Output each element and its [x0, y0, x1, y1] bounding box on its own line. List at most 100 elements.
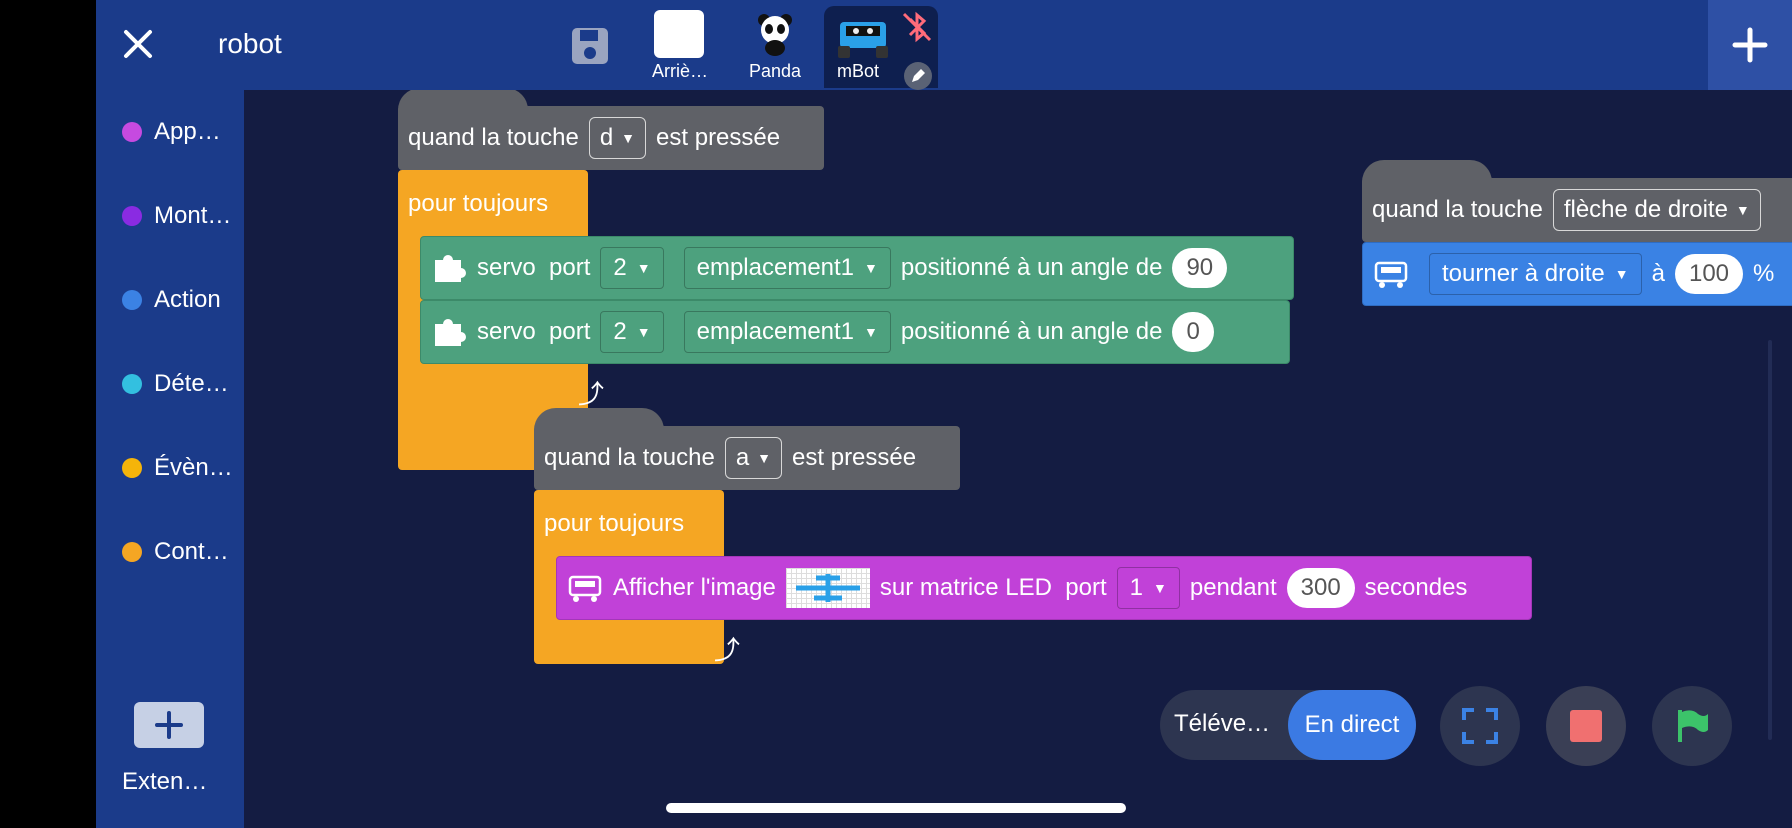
mode-toggle[interactable]: Téléve… En direct: [1160, 690, 1416, 760]
category-label: Action: [154, 286, 221, 313]
port-value: 2: [613, 254, 627, 281]
category-label: App…: [154, 118, 221, 145]
category-sidebar: App… Mont… Action Déte… Évèn… Cont… Exte…: [96, 90, 244, 828]
angle-input[interactable]: 90: [1172, 248, 1228, 288]
sprite-label: Panda: [748, 61, 802, 81]
block-text: est pressée: [656, 124, 781, 151]
led-matrix-preview[interactable]: [785, 568, 870, 608]
extensions-label: Exten…: [122, 768, 208, 795]
block-text: servo: [477, 318, 536, 345]
mbot-icon: [836, 16, 890, 62]
speed-input[interactable]: 100: [1674, 254, 1744, 294]
fullscreen-button[interactable]: [1440, 686, 1520, 766]
panda-icon: [755, 12, 795, 56]
slot-value: emplacement1: [696, 318, 855, 345]
block-text: secondes: [1364, 574, 1468, 601]
loop-arrow-icon: ⤴: [578, 379, 605, 409]
upload-mode-button[interactable]: Téléve…: [1174, 710, 1271, 737]
block-text: pendant: [1189, 574, 1277, 601]
port-dropdown[interactable]: 2▼: [600, 311, 664, 353]
category-label: Déte…: [154, 370, 229, 397]
left-bezel: [0, 0, 96, 828]
block-text: positionné à un angle de: [900, 254, 1163, 281]
angle-input[interactable]: 0: [1172, 312, 1214, 352]
caret-down-icon: ▼: [1735, 202, 1750, 218]
stop-icon: [1570, 710, 1602, 742]
caret-down-icon: ▼: [636, 324, 651, 340]
slot-dropdown[interactable]: emplacement1 ▼: [683, 311, 891, 353]
loop-arrow-icon: ⤴: [714, 635, 741, 665]
sprite-background[interactable]: Arriè…: [630, 8, 730, 88]
category-events[interactable]: Évèn…: [122, 454, 233, 482]
block-text: port: [549, 254, 591, 281]
project-title: robot: [218, 28, 282, 59]
caret-down-icon: ▼: [757, 450, 772, 466]
show-image-block[interactable]: Afficher l'image sur matrice LED port 1▼…: [556, 556, 1532, 620]
slot-dropdown[interactable]: emplacement1▼: [683, 247, 891, 289]
port-dropdown[interactable]: 2▼: [600, 247, 664, 289]
category-sensing[interactable]: Déte…: [122, 370, 229, 398]
turn-right-block[interactable]: tourner à droite▼ à 100 %: [1362, 242, 1792, 306]
home-indicator: [666, 803, 1126, 813]
sprite-panda[interactable]: Panda: [725, 8, 825, 88]
vertical-scrollbar[interactable]: [1768, 340, 1772, 740]
port-value: 2: [613, 318, 627, 345]
block-text: Afficher l'image: [613, 574, 776, 601]
when-key-pressed-block[interactable]: quand la touche a▼ est pressée: [534, 408, 960, 490]
category-action[interactable]: Action: [122, 286, 221, 314]
add-extension-button[interactable]: [134, 702, 204, 748]
category-label: Cont…: [154, 538, 229, 565]
puzzle-icon: [431, 250, 467, 286]
top-bar: [96, 0, 1792, 90]
live-mode-button[interactable]: En direct: [1288, 690, 1416, 760]
close-icon[interactable]: [120, 26, 156, 62]
loop-label: pour toujours: [408, 190, 549, 217]
when-key-pressed-block[interactable]: quand la touche flèche de droite ▼: [1362, 160, 1792, 242]
sprite-mbot[interactable]: mBot: [824, 6, 938, 90]
category-dot-icon: [122, 122, 142, 142]
caret-down-icon: ▼: [1153, 580, 1167, 596]
sprite-label: Arriè…: [651, 61, 708, 81]
edit-icon[interactable]: [904, 62, 932, 90]
category-dot-icon: [122, 374, 142, 394]
when-key-pressed-block[interactable]: quand la touche d▼ est pressée: [398, 90, 824, 170]
green-flag-icon: [1678, 710, 1708, 742]
category-control[interactable]: Cont…: [122, 538, 229, 566]
bluetooth-disconnected-icon[interactable]: [900, 10, 934, 44]
category-sound[interactable]: Mont…: [122, 202, 231, 230]
block-text: positionné à un angle de: [900, 318, 1163, 345]
key-dropdown[interactable]: a▼: [724, 437, 783, 479]
mbot-block-icon: [1373, 259, 1409, 289]
category-appearance[interactable]: App…: [122, 118, 221, 146]
key-value: flèche de droite: [1563, 196, 1728, 223]
block-text: port: [549, 318, 591, 345]
servo-block[interactable]: servo port 2▼ emplacement1▼ positionné à…: [420, 236, 1294, 300]
script-canvas[interactable]: quand la touche d▼ est pressée pour touj…: [244, 90, 1792, 828]
category-dot-icon: [122, 206, 142, 226]
block-text: quand la touche: [1372, 196, 1543, 223]
duration-input[interactable]: 300: [1286, 568, 1355, 608]
caret-down-icon: ▼: [864, 260, 878, 276]
key-value: d: [599, 124, 614, 151]
loop-label: pour toujours: [544, 510, 685, 537]
caret-down-icon: ▼: [621, 130, 636, 146]
servo-block[interactable]: servo port 2▼ emplacement1▼ positionné à…: [420, 300, 1290, 364]
puzzle-icon: [431, 314, 467, 350]
fullscreen-icon: [1462, 708, 1498, 744]
port-value: 1: [1129, 574, 1143, 601]
block-text: quand la touche: [544, 444, 715, 471]
save-icon[interactable]: [568, 24, 612, 68]
mbot-block-icon: [567, 573, 603, 603]
direction-dropdown[interactable]: tourner à droite ▼: [1429, 253, 1642, 295]
direction-value: tourner à droite: [1442, 260, 1605, 287]
key-dropdown[interactable]: flèche de droite ▼: [1552, 189, 1761, 231]
key-dropdown[interactable]: d▼: [588, 117, 647, 159]
caret-down-icon: ▼: [1614, 266, 1629, 282]
port-dropdown[interactable]: 1▼: [1116, 567, 1180, 609]
block-text: sur matrice LED: [879, 574, 1052, 601]
add-sprite-button[interactable]: [1708, 0, 1792, 90]
category-label: Évèn…: [154, 454, 233, 481]
green-flag-button[interactable]: [1652, 686, 1732, 766]
stop-button[interactable]: [1546, 686, 1626, 766]
caret-down-icon: ▼: [864, 324, 878, 340]
